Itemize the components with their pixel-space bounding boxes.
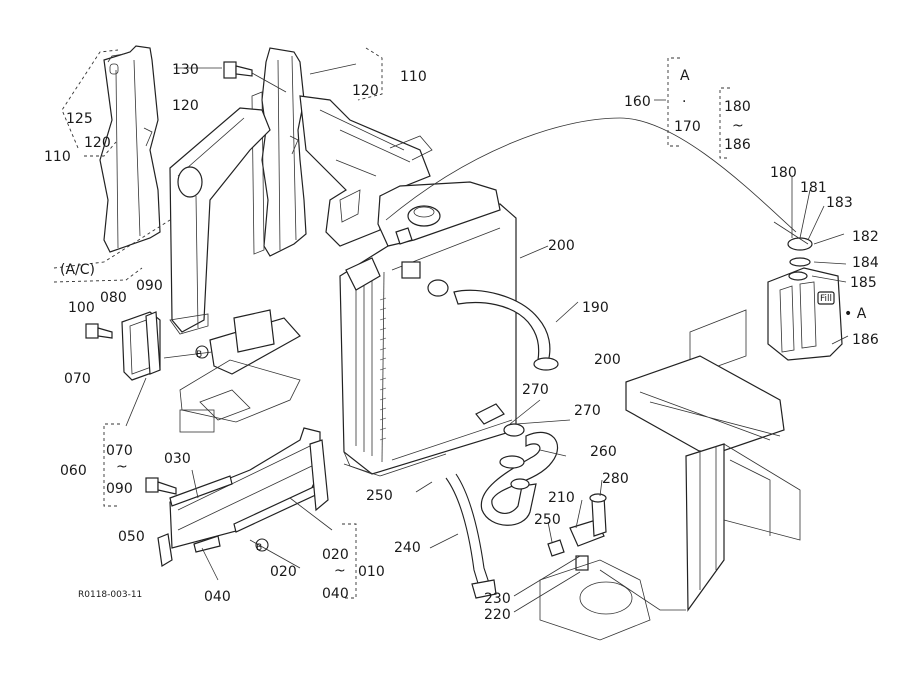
- air-guide-panel-center: [251, 47, 307, 257]
- label-182: 182: [852, 229, 879, 245]
- label-tilde-060: ~: [116, 459, 128, 475]
- frame-rail-left: [179, 309, 301, 433]
- label-130: 130: [172, 62, 199, 78]
- tank-fill-mark: Fill: [820, 294, 832, 304]
- label-110-left: 110: [44, 149, 71, 165]
- group-bracket-110: [61, 49, 119, 149]
- group-bracket-020: [342, 523, 357, 599]
- label-090-range: 090: [106, 481, 133, 497]
- group-bracket-180: [719, 87, 730, 159]
- label-tilde-180: ~: [732, 118, 744, 134]
- label-190: 190: [582, 300, 609, 316]
- label-030: 030: [164, 451, 191, 467]
- air-guide-lower: [157, 427, 329, 567]
- leader-070: [125, 377, 147, 427]
- label-070-range: 070: [106, 443, 133, 459]
- bolt-100: [85, 323, 113, 339]
- bolt-050: [145, 477, 177, 495]
- label-020-range: 020: [322, 547, 349, 563]
- label-090: 090: [136, 278, 163, 294]
- label-040: 040: [204, 589, 231, 605]
- label-260: 260: [590, 444, 617, 460]
- label-185: 185: [850, 275, 877, 291]
- label-250-b: 250: [534, 512, 561, 528]
- side-cover-070: [121, 311, 161, 381]
- label-100: 100: [68, 300, 95, 316]
- group-bracket-120: [84, 141, 117, 157]
- reservoir-tube: [385, 117, 797, 233]
- label-186: 186: [852, 332, 879, 348]
- label-120: 120: [172, 98, 199, 114]
- lower-hose-260: [475, 403, 558, 526]
- ref-circle-b-2: [255, 538, 269, 552]
- label-120-left: 120: [84, 135, 111, 151]
- label-020: 020: [270, 564, 297, 580]
- label-270-b: 270: [574, 403, 601, 419]
- label-184: 184: [852, 255, 879, 271]
- label-180: 180: [770, 165, 797, 181]
- label-ac: (A/C): [60, 262, 95, 278]
- label-180-range: 180: [724, 99, 751, 115]
- label-125: 125: [66, 111, 93, 127]
- label-050: 050: [118, 529, 145, 545]
- group-bracket-ac: [53, 219, 171, 269]
- upper-hose-190: [427, 279, 559, 371]
- label-230: 230: [484, 591, 511, 607]
- upper-frame: [299, 95, 433, 247]
- bolt-130: [223, 61, 287, 93]
- ref-a-dot: ·: [682, 94, 686, 110]
- leader-lines: [163, 67, 849, 613]
- label-120-top: 120: [352, 83, 379, 99]
- group-bracket-ac-2: [53, 267, 143, 283]
- label-160: 160: [624, 94, 651, 110]
- group-bracket-160: [667, 57, 680, 147]
- group-bracket-120-right: [357, 47, 383, 101]
- label-060: 060: [60, 463, 87, 479]
- ref-b-1: B: [196, 350, 202, 360]
- air-guide-panel-left: [99, 45, 161, 253]
- label-200: 200: [548, 238, 575, 254]
- reservoir-cap-assembly: [773, 221, 813, 281]
- label-080: 080: [100, 290, 127, 306]
- label-181: 181: [800, 180, 827, 196]
- label-210: 210: [548, 490, 575, 506]
- label-110-top: 110: [400, 69, 427, 85]
- label-250: 250: [366, 488, 393, 504]
- label-183: 183: [826, 195, 853, 211]
- group-bracket-060: [103, 423, 120, 507]
- label-040-range: 040: [322, 586, 349, 602]
- overflow-hose-240: [445, 473, 497, 599]
- label-010: 010: [358, 564, 385, 580]
- label-tilde-020: ~: [334, 563, 346, 579]
- fan-shroud-bracket: [169, 107, 271, 335]
- label-240: 240: [394, 540, 421, 556]
- ref-a-tank: • A: [844, 306, 867, 322]
- label-200-right: 200: [594, 352, 621, 368]
- drain-assembly: [539, 493, 651, 641]
- diagram-code: R0118-003-11: [78, 590, 142, 600]
- ref-circle-b-1: [195, 345, 209, 359]
- label-280: 280: [602, 471, 629, 487]
- frame-right: [599, 309, 801, 612]
- label-220: 220: [484, 607, 511, 623]
- label-070: 070: [64, 371, 91, 387]
- radiator: [339, 181, 517, 477]
- reserve-tank: Fill: [767, 267, 843, 361]
- label-186-range: 186: [724, 137, 751, 153]
- label-170: 170: [674, 119, 701, 135]
- ref-b-2: B: [256, 543, 262, 553]
- label-270: 270: [522, 382, 549, 398]
- ref-a-top: A: [680, 68, 690, 84]
